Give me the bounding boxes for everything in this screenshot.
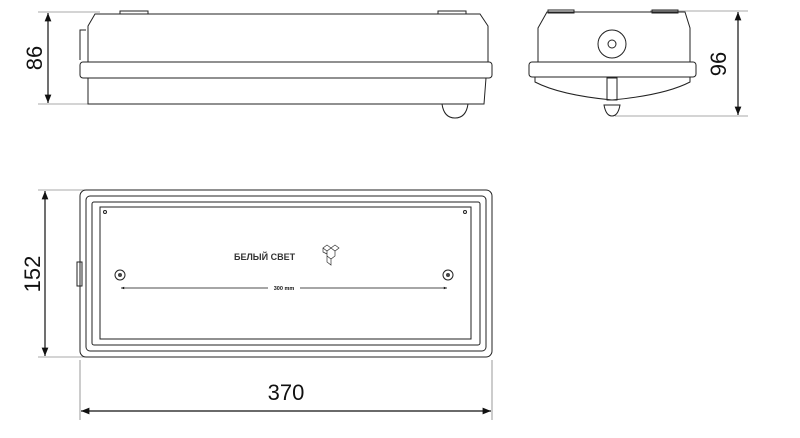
front-height-label: 86: [22, 46, 47, 70]
plan-height-label: 152: [20, 256, 45, 293]
brand-cube-icon: [322, 244, 340, 266]
front-view: 86: [22, 10, 493, 119]
plan-width-label: 370: [268, 380, 305, 405]
mounting-distance-label: 300 mm: [274, 286, 295, 292]
motion-sensor-icon: [441, 103, 469, 119]
side-height-label: 96: [706, 52, 731, 76]
side-view: 96: [528, 9, 748, 117]
brand-logo-text: БЕЛЫЙ СВЕТ: [234, 251, 296, 262]
plan-view: 152 370 300 mm БЕЛЫЙ СВЕТ: [20, 189, 493, 420]
